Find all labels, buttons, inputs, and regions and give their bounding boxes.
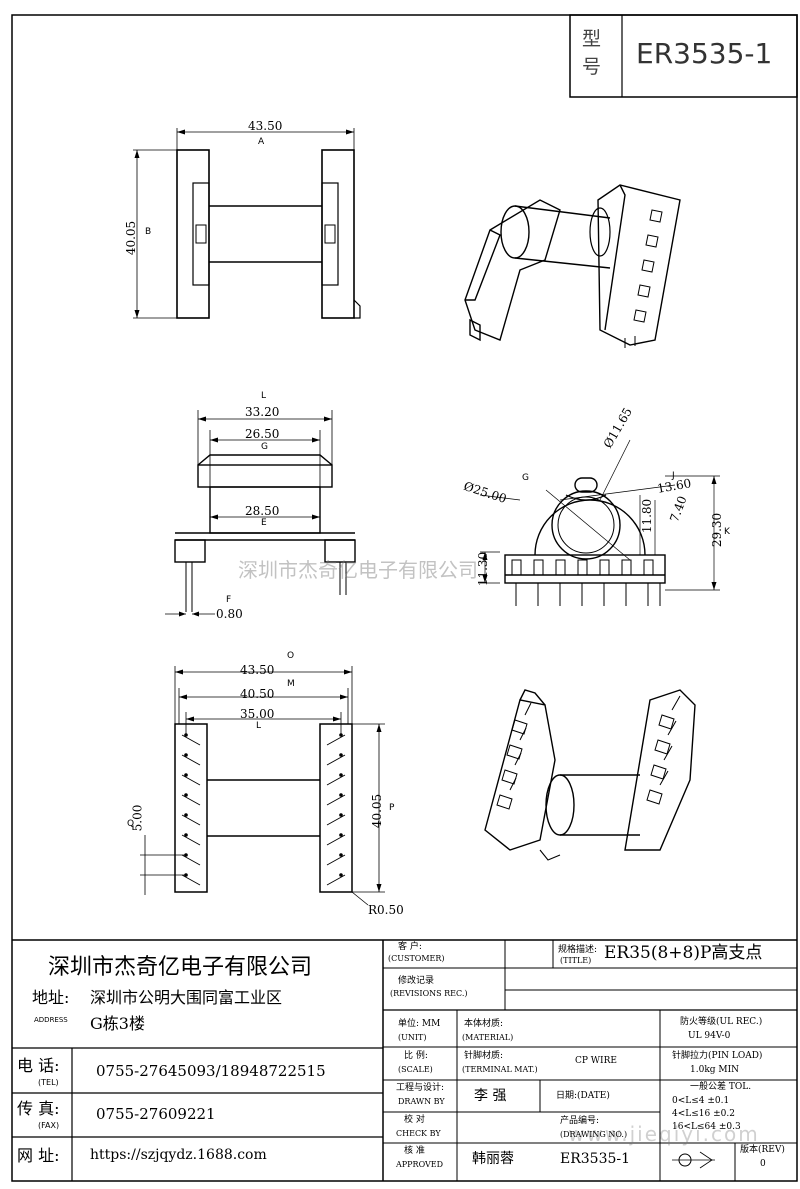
marker-k: K bbox=[724, 527, 730, 537]
dim-mid-inner: 26.50 bbox=[245, 427, 280, 441]
drawn-name: 李 强 bbox=[474, 1088, 507, 1104]
product-title: ER35(8+8)P高支点 bbox=[604, 943, 763, 963]
dim-bottom-40: 40.50 bbox=[240, 687, 275, 701]
terminal-en: (TERMINAL MAT.) bbox=[462, 1065, 538, 1074]
tolerance-1: 0<L≤4 ±0.1 bbox=[672, 1096, 730, 1106]
marker-f: F bbox=[226, 595, 232, 605]
view-bottom bbox=[140, 666, 385, 906]
view-front-circle bbox=[479, 439, 720, 606]
pin-load-value: 1.0kg MIN bbox=[690, 1065, 740, 1075]
marker-j: J bbox=[672, 471, 675, 481]
model-box bbox=[569, 14, 798, 98]
marker-m: M bbox=[287, 679, 295, 689]
title-block-grid bbox=[12, 939, 797, 1181]
unit-en: (UNIT) bbox=[398, 1033, 427, 1042]
fax-en: (FAX) bbox=[38, 1121, 60, 1130]
model-label-1: 型 bbox=[582, 28, 602, 50]
scale-label: 比 例: bbox=[404, 1051, 428, 1061]
rev-no-value: 0 bbox=[760, 1159, 766, 1169]
web-label: 网 址: bbox=[17, 1146, 60, 1165]
marker-a: A bbox=[258, 137, 265, 147]
web-value[interactable]: https://szjqydz.1688.com bbox=[90, 1147, 267, 1163]
check-en: CHECK BY bbox=[396, 1129, 441, 1138]
check-label: 校 对 bbox=[404, 1115, 425, 1125]
dim-bottom-radius: R0.50 bbox=[368, 903, 404, 917]
view-top-left bbox=[133, 128, 361, 319]
address-en: ADDRESS bbox=[34, 1016, 68, 1024]
view-iso-bottom bbox=[484, 689, 696, 861]
scale-en: (SCALE) bbox=[398, 1065, 433, 1074]
address-line-1: 深圳市公明大围同富工业区 bbox=[90, 988, 283, 1007]
rev-record-label: 修改记录 bbox=[398, 976, 435, 986]
dim-bottom-height: 40.05 bbox=[370, 793, 385, 829]
product-no-label: 产品编号: bbox=[560, 1116, 600, 1126]
watermark-text: 深圳市杰奇亿电子有限公司 bbox=[238, 558, 478, 582]
marker-e: E bbox=[261, 518, 267, 528]
address-line-2: G栋3楼 bbox=[90, 1014, 145, 1033]
dim-mid-flange: 28.50 bbox=[245, 504, 280, 518]
marker-p: P bbox=[389, 803, 395, 813]
dim-top-width: 43.50 bbox=[248, 119, 283, 133]
tel-en: (TEL) bbox=[38, 1078, 59, 1087]
dim-mid-outer: 33.20 bbox=[245, 405, 280, 419]
date-label: 日期:(DATE) bbox=[556, 1091, 610, 1101]
title-en: (TITLE) bbox=[560, 956, 592, 965]
watermark-url: www.jieqiyi.com bbox=[568, 1122, 760, 1146]
terminal-value: CP WIRE bbox=[575, 1056, 617, 1066]
material-en: (MATERIAL) bbox=[462, 1033, 514, 1042]
customer-en: (CUSTOMER) bbox=[388, 954, 445, 963]
address-label: 地址: bbox=[32, 988, 70, 1007]
product-no-value: ER3535-1 bbox=[560, 1151, 631, 1167]
customer-label: 客 户: bbox=[398, 942, 422, 952]
view-iso-top bbox=[464, 184, 681, 348]
company-name: 深圳市杰奇亿电子有限公司 bbox=[48, 955, 313, 980]
product-no-en: (DRAWING NO.) bbox=[560, 1130, 628, 1139]
approved-name: 韩丽蓉 bbox=[472, 1151, 514, 1167]
tolerance-3: 16<L≤64 ±0.3 bbox=[672, 1122, 741, 1132]
fax-value: 0755-27609221 bbox=[96, 1105, 216, 1123]
fax-label: 传 真: bbox=[17, 1099, 60, 1118]
drawn-label: 工程与设计: bbox=[396, 1083, 445, 1093]
dim-top-height: 40.05 bbox=[124, 220, 139, 256]
dim-bottom-35: 35.00 bbox=[240, 707, 275, 721]
tel-value: 0755-27645093/18948722515 bbox=[96, 1062, 326, 1080]
marker-b: B bbox=[145, 227, 152, 237]
marker-l: L bbox=[261, 391, 267, 401]
model-number: ER3535-1 bbox=[636, 37, 773, 70]
model-label-2: 号 bbox=[582, 56, 602, 78]
dim-11: 11.80 bbox=[640, 498, 655, 534]
terminal-label: 针脚材质: bbox=[464, 1051, 504, 1061]
dim-bottom-43: 43.50 bbox=[240, 663, 275, 677]
title-label: 规格描述: bbox=[558, 945, 598, 955]
drawn-en: DRAWN BY bbox=[398, 1097, 445, 1106]
fire-rating-value: UL 94V-0 bbox=[688, 1031, 731, 1041]
sheet-border bbox=[11, 14, 798, 1182]
fire-rating-label: 防火等级(UL REC.) bbox=[680, 1017, 763, 1027]
unit-label: 单位: MM bbox=[398, 1019, 441, 1029]
dim-pin-dia: 0.80 bbox=[216, 607, 243, 621]
marker-o: O bbox=[287, 651, 295, 661]
view-middle-side bbox=[165, 410, 356, 617]
tolerance-2: 4<L≤16 ±0.2 bbox=[672, 1109, 735, 1119]
approved-en: APPROVED bbox=[396, 1160, 444, 1169]
rev-no-label: 版本(REV) bbox=[740, 1145, 785, 1155]
tel-label: 电 话: bbox=[17, 1056, 60, 1075]
marker-g2: G bbox=[522, 473, 529, 483]
pin-load-label: 针脚拉力(PIN LOAD) bbox=[672, 1051, 763, 1061]
dim-29: 29.30 bbox=[710, 512, 725, 548]
approved-label: 核 准 bbox=[404, 1146, 425, 1156]
rev-record-en: (REVISIONS REC.) bbox=[390, 989, 468, 998]
material-label: 本体材质: bbox=[464, 1019, 504, 1029]
marker-l2: L bbox=[256, 721, 262, 731]
dim-pin-height: 11.30 bbox=[476, 551, 491, 587]
tolerance-label: 一般公差 TOL. bbox=[690, 1082, 752, 1092]
marker-g: G bbox=[261, 442, 268, 452]
marker-q: Q bbox=[127, 819, 135, 829]
